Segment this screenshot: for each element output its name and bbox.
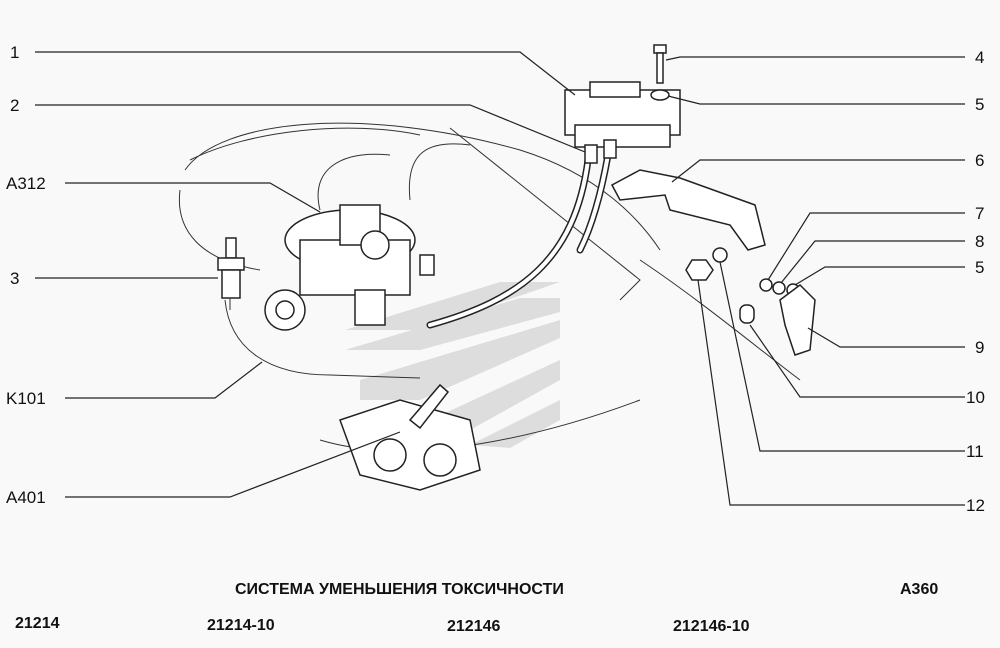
callout-1: 1 (10, 43, 19, 62)
callout-k101: K101 (6, 389, 46, 408)
leader-lines (35, 51, 965, 506)
engine-outline (178, 122, 801, 452)
callout-5: 5 (975, 95, 984, 114)
callout-12: 12 (966, 496, 985, 515)
bracket (610, 169, 766, 251)
callout-a312: A312 (6, 174, 46, 193)
callout-3: 3 (10, 269, 19, 288)
callout-5b: 5 (975, 258, 984, 277)
model-1: 21214 (15, 615, 60, 632)
diagram-code: A360 (900, 581, 938, 598)
washer (650, 89, 670, 101)
callout-11: 11 (966, 442, 984, 461)
temperature-sensor (217, 237, 245, 310)
callout-10: 10 (966, 388, 985, 407)
bolt (653, 44, 667, 84)
model-3: 212146 (447, 618, 500, 635)
model-2: 21214-10 (207, 617, 275, 634)
callout-a401: A401 (6, 488, 46, 507)
callout-4: 4 (975, 48, 984, 67)
vacuum-hoses (317, 143, 612, 329)
callout-8: 8 (975, 232, 984, 251)
fasteners (685, 247, 816, 356)
model-4: 212146-10 (673, 618, 750, 635)
callout-7: 7 (975, 204, 984, 223)
callout-2: 2 (10, 96, 19, 115)
callout-6: 6 (975, 151, 984, 170)
callout-9: 9 (975, 338, 984, 357)
diagram-title: СИСТЕМА УМЕНЬШЕНИЯ ТОКСИЧНОСТИ (235, 581, 564, 598)
exhaust-manifold (339, 383, 481, 491)
carburetor (264, 204, 435, 331)
